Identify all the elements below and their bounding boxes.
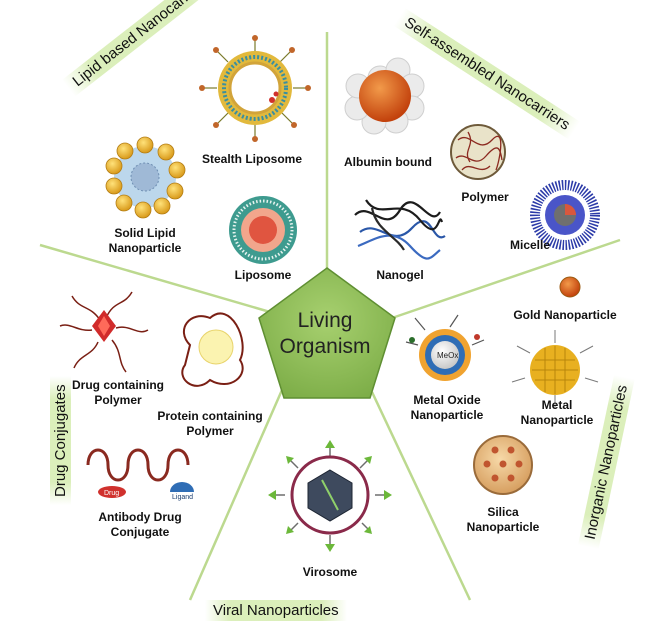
label-metal-nanoparticle: Metal Nanoparticle	[512, 398, 602, 428]
label-polymer: Polymer	[461, 190, 509, 204]
label-solid-lipid: Solid Lipid Nanoparticle	[95, 226, 195, 256]
label-protein-poly-line2: Polymer	[186, 424, 234, 438]
ligand-tag-label: Ligand	[172, 494, 193, 501]
label-metal-oxide: Metal Oxide Nanoparticle	[397, 393, 497, 423]
metal-nanoparticle-icon	[511, 330, 599, 408]
solid-lipid-nanoparticle-icon	[105, 136, 186, 219]
label-silica-line2: Nanoparticle	[466, 520, 540, 534]
label-drug-poly-line1: Drug containing	[72, 378, 164, 392]
albumin-bound-icon	[344, 57, 425, 135]
label-protein-poly-line1: Protein containing	[157, 409, 263, 423]
label-adc-line2: Conjugate	[110, 525, 170, 539]
label-nanogel: Nanogel	[376, 268, 424, 282]
drug-containing-polymer-icon	[59, 291, 149, 373]
liposome-icon	[229, 196, 297, 264]
divider-right	[391, 238, 621, 320]
label-silica-nanoparticle: Silica Nanoparticle	[458, 505, 548, 535]
silica-nanoparticle-icon	[473, 435, 533, 495]
metal-oxide-nanoparticle-icon: MeOx	[405, 314, 485, 381]
label-drug-containing-polymer: Drug containing Polymer	[58, 378, 178, 408]
label-virosome: Virosome	[302, 565, 358, 579]
center-label-line1: Living	[297, 309, 353, 332]
micelle-icon	[530, 180, 600, 250]
label-stealth-liposome: Stealth Liposome	[201, 152, 302, 166]
center-label: Living Organism	[270, 308, 380, 360]
label-metal-line1: Metal	[541, 398, 573, 412]
gold-nanoparticle-icon	[559, 276, 581, 298]
divider-left	[39, 243, 271, 314]
label-liposome: Liposome	[234, 268, 292, 282]
divider-bottom-left	[188, 389, 284, 601]
label-gold-nanoparticle: Gold Nanoparticle	[513, 308, 617, 322]
label-adc-line1: Antibody Drug	[98, 510, 182, 524]
divider-bottom-right	[370, 391, 472, 601]
protein-containing-polymer-icon	[181, 312, 244, 387]
label-solid-lipid-line2: Nanoparticle	[108, 241, 182, 255]
label-silica-line1: Silica	[487, 505, 519, 519]
stealth-liposome-icon	[199, 35, 311, 142]
label-antibody-drug-conjugate: Antibody Drug Conjugate	[80, 510, 200, 540]
virosome-icon	[268, 440, 392, 552]
polymer-icon	[450, 124, 506, 180]
label-albumin-bound: Albumin bound	[344, 155, 432, 169]
meo-label: MeOx	[437, 351, 458, 360]
nanogel-icon	[354, 199, 446, 260]
label-metal-oxide-line1: Metal Oxide	[413, 393, 481, 407]
label-metal-oxide-line2: Nanoparticle	[410, 408, 484, 422]
category-viral: Viral Nanoparticles	[205, 600, 347, 621]
center-pentagon	[258, 267, 396, 399]
label-solid-lipid-line1: Solid Lipid	[114, 226, 176, 240]
label-drug-poly-line2: Polymer	[94, 393, 142, 407]
drug-tag-label: Drug	[104, 490, 119, 497]
label-micelle: Micelle	[509, 238, 551, 252]
center-label-line2: Organism	[279, 335, 371, 358]
divider-lines	[39, 32, 621, 601]
antibody-drug-conjugate-icon: Drug Ligand	[86, 448, 194, 501]
label-metal-line2: Nanoparticle	[520, 413, 594, 427]
label-protein-containing-polymer: Protein containing Polymer	[145, 409, 275, 439]
